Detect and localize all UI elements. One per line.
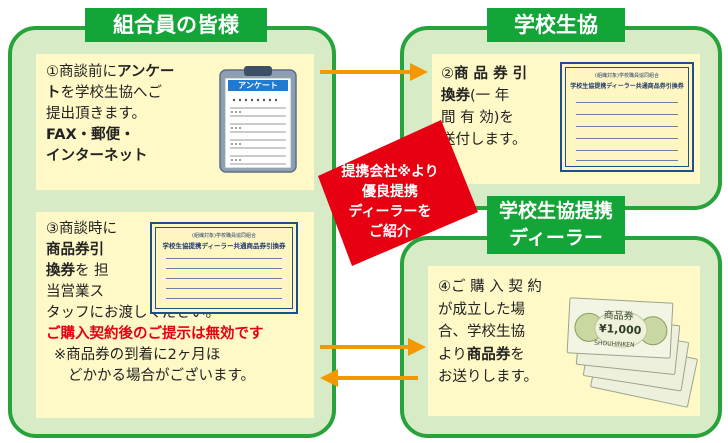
step2-text: ②商 品 券 引 換券(一 年 間 有 効)を 送付します。 <box>441 63 527 151</box>
certificate-image-step3: (組織対象)学校職員協同組合 学校生協提携ディーラー共通商品券引換券 <box>150 222 298 314</box>
step1-line1: ①商談前に <box>46 64 117 80</box>
step4-text: ④ご 購 入 契 約 が成立した場 合、学校生協 より商品券を お送りします。 <box>438 276 542 389</box>
step3-line4: 当営業ス <box>46 284 104 300</box>
step4-line1: ④ご 購 入 契 約 <box>438 279 542 295</box>
voucher-face: 商品券 <box>603 310 634 323</box>
step2-line4: 送付します。 <box>441 132 527 148</box>
dealer-header: 学校生協提携 ディーラー <box>487 196 625 254</box>
step1-line4: FAX・郵便・ <box>46 127 135 143</box>
step3-line3-bold: 換券 <box>46 263 75 279</box>
dealer-header-line2: ディーラー <box>509 227 603 249</box>
step1-line1-bold: アンケー <box>117 64 175 80</box>
badge-line3: ディーラーを <box>348 204 432 220</box>
step1-line2: を学校生協へご <box>60 85 163 101</box>
step3-warning: ご購入契約後のご提示は無効です <box>46 326 264 342</box>
step4-line4-rest: を <box>510 346 525 363</box>
certificate-small-top-2: (組織対象)学校職員協同組合 <box>595 73 659 79</box>
step3-line2-bold: 商品券引 <box>46 242 104 258</box>
clipboard-label: アンケート <box>238 81 278 90</box>
dealer-header-line1: 学校生協提携 <box>498 200 613 222</box>
step2-line2: (一 年 <box>470 88 510 104</box>
step4-line5: お送りします。 <box>438 369 539 385</box>
step3-line1: ③商談時に <box>46 221 117 237</box>
step1-line2-bold: ト <box>46 85 61 101</box>
badge-line4: ご紹介 <box>369 224 411 240</box>
step4-line4-bold: 商品券 <box>466 346 511 363</box>
certificate-small-top: (組織対象)学校職員協同組合 <box>192 233 256 239</box>
step2-line1-bold: 商 品 券 引 <box>454 66 528 82</box>
voucher-stack-image: 商品券 ¥1,000 SHOUHINKEN <box>566 296 699 408</box>
step1-text: ①商談前にアンケー トを学校生協へご 提出頂きます。 FAX・郵便・ インターネ… <box>46 62 174 167</box>
step2-line3: 間 有 効)を <box>441 110 514 126</box>
certificate-image-step2: (組織対象)学校職員協同組合 学校生協提携ディーラー共通商品券引換券 <box>560 62 694 172</box>
badge-line1: 提携会社※より <box>341 164 439 180</box>
step2-line1: ② <box>441 66 454 82</box>
step4-line3: 合、学校生協 <box>438 324 525 340</box>
step4-line2: が成立した場 <box>438 301 525 318</box>
step1-line5: インターネット <box>46 148 148 164</box>
step3-note2: どかかる場合がございます。 <box>68 368 256 384</box>
step1-line3: 提出頂きます。 <box>46 106 147 122</box>
certificate-title-2: 学校生協提携ディーラー共通商品券引換券 <box>570 83 684 90</box>
certificate-title: 学校生協提携ディーラー共通商品券引換券 <box>162 242 286 250</box>
step2-line2-bold: 換券 <box>441 88 470 104</box>
coop-header: 学校生協 <box>487 8 625 42</box>
step4-line4-pre: より <box>438 346 467 363</box>
voucher-amount: ¥1,000 <box>598 321 642 338</box>
step3-note1: ※商品券の到着に2ヶ月ほ <box>54 347 221 363</box>
step3-line3: を 担 <box>75 263 109 279</box>
badge-line2: 優良提携 <box>362 184 418 200</box>
referral-badge-text: 提携会社※より 優良提携 ディーラーを ご紹介 <box>320 162 460 242</box>
clipboard-icon <box>218 64 298 174</box>
members-header: 組合員の皆様 <box>85 8 267 42</box>
